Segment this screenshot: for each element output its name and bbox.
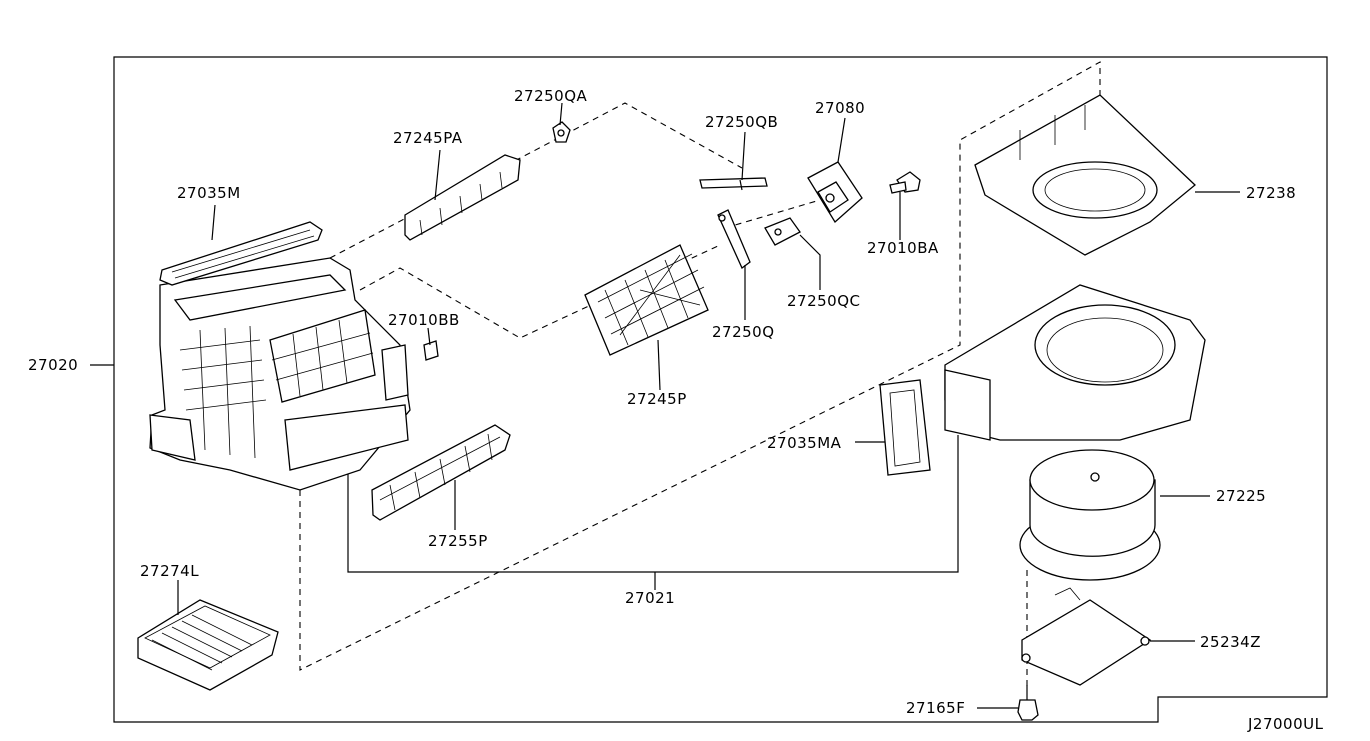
rod-27250Q xyxy=(717,209,751,270)
label-27250Q: 27250Q xyxy=(712,323,775,341)
diagram-code: J27000UL xyxy=(1247,715,1324,733)
label-27035MA: 27035MA xyxy=(767,434,842,452)
housing-27238 xyxy=(974,94,1196,256)
lever-27250QB xyxy=(699,177,768,191)
clip-27010BB xyxy=(423,340,439,361)
label-27245PA: 27245PA xyxy=(393,129,463,147)
intake-case-27020 xyxy=(149,257,411,491)
label-27010BA: 27010BA xyxy=(867,239,939,257)
leader-lines xyxy=(90,102,1240,709)
clip-27250QA xyxy=(552,121,571,143)
label-27020: 27020 xyxy=(28,356,78,374)
bracket-25234Z xyxy=(1021,587,1152,686)
actuator-27080 xyxy=(807,161,863,224)
label-27035M: 27035M xyxy=(177,184,241,202)
label-27245P: 27245P xyxy=(627,390,687,408)
label-27238: 27238 xyxy=(1246,184,1296,202)
filter-27255P xyxy=(371,424,511,521)
label-27250QC: 27250QC xyxy=(787,292,861,310)
gasket-27035M xyxy=(159,221,323,286)
label-27165F: 27165F xyxy=(906,699,965,717)
label-27274L: 27274L xyxy=(140,562,199,580)
screw-27165F xyxy=(1017,685,1039,721)
label-27255P: 27255P xyxy=(428,532,488,550)
blower-motor-27225 xyxy=(1019,449,1161,581)
label-27010BB: 27010BB xyxy=(388,311,460,329)
dashed-outline-upper xyxy=(329,102,743,259)
screw-27010BA xyxy=(889,171,921,194)
filter-27274L xyxy=(137,599,279,691)
assembly-bracket-27021 xyxy=(347,435,959,573)
link-27250QC xyxy=(764,217,801,246)
dashed-outline-mid xyxy=(359,244,721,339)
label-27021: 27021 xyxy=(625,589,675,607)
mesh-27245P xyxy=(584,244,709,356)
label-25234Z: 25234Z xyxy=(1200,633,1261,651)
gasket-27035MA xyxy=(879,379,931,476)
label-27250QB: 27250QB xyxy=(705,113,778,131)
label-27225: 27225 xyxy=(1216,487,1266,505)
dashed-bolt-line xyxy=(724,199,821,229)
bracket-27245PA xyxy=(404,154,521,241)
dashed-outline-lower xyxy=(299,61,1101,671)
label-27250QA: 27250QA xyxy=(514,87,588,105)
label-27080: 27080 xyxy=(815,99,865,117)
blower-case xyxy=(944,284,1206,441)
diagram-frame xyxy=(113,56,1328,723)
